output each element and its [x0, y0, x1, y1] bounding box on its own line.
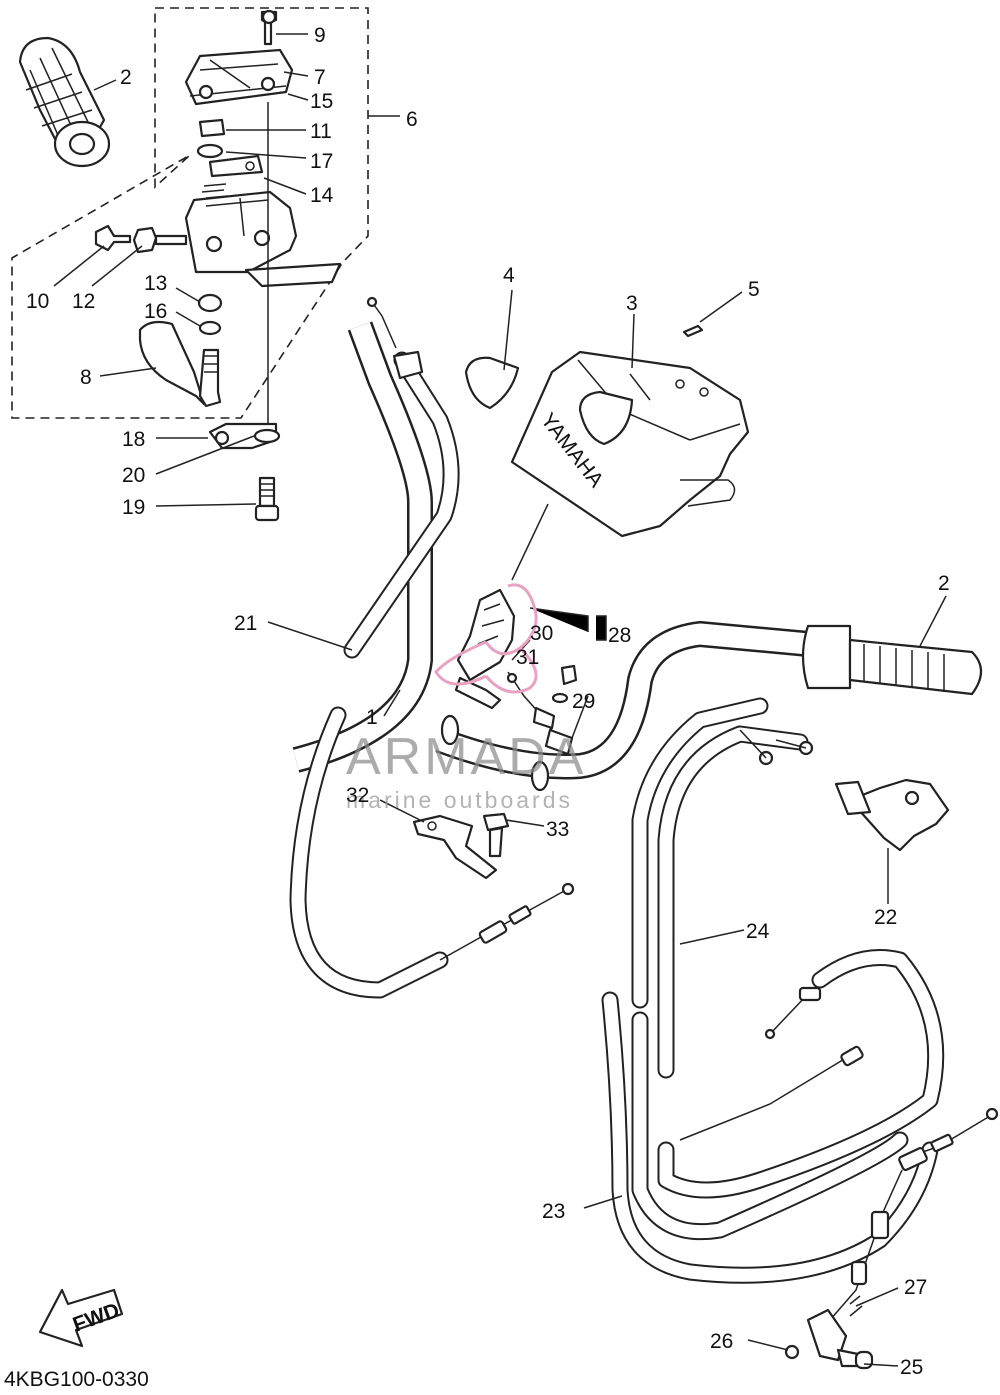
watermark-tagline: marine outboards — [346, 787, 573, 813]
handle-cover-3: YAMAHA — [510, 350, 750, 538]
callout-28: 28 — [608, 624, 631, 647]
switch-upper-cover — [184, 9, 294, 106]
callout-7: 7 — [314, 66, 326, 89]
callout-27: 27 — [904, 1276, 927, 1299]
callout-25: 25 — [900, 1356, 923, 1379]
callout-18: 18 — [122, 428, 145, 451]
emblem-4 — [464, 356, 520, 410]
callout-4: 4 — [503, 264, 515, 287]
callout-23: 23 — [542, 1200, 565, 1223]
callout-13: 13 — [144, 272, 167, 295]
callout-31: 31 — [516, 646, 539, 669]
cable-24 — [631, 697, 814, 1079]
callout-17: 17 — [310, 150, 333, 173]
callout-5: 5 — [748, 278, 760, 301]
callout-14: 14 — [310, 184, 334, 207]
callout-labels: 1 2 2 3 4 5 6 7 8 9 10 11 12 13 14 15 16… — [4, 24, 950, 1391]
leader-lines — [53, 33, 947, 1367]
bracket-32 — [412, 814, 498, 880]
cable-21 — [289, 296, 575, 999]
callout-24: 24 — [746, 920, 770, 943]
callout-6: 6 — [406, 108, 418, 131]
callout-20: 20 — [122, 464, 145, 487]
callout-12: 12 — [72, 290, 95, 313]
left-grip — [18, 36, 111, 168]
diagram-id: 4KBG100-0330 — [4, 1368, 149, 1391]
switch-internals — [196, 118, 264, 199]
holder-22 — [834, 778, 950, 852]
lever-8 — [138, 320, 222, 408]
callout-8: 8 — [80, 366, 92, 389]
callout-30: 30 — [530, 622, 553, 645]
callout-33: 33 — [546, 818, 569, 841]
callout-16: 16 — [144, 300, 167, 323]
washer-13 — [197, 293, 223, 313]
callout-2-right: 2 — [938, 572, 950, 595]
callout-9: 9 — [314, 24, 326, 47]
screw-and-nut — [94, 224, 188, 254]
callout-1: 1 — [366, 706, 378, 729]
right-grip — [801, 624, 983, 696]
callout-3: 3 — [626, 292, 638, 315]
bolt-19 — [254, 476, 280, 522]
washer-16 — [198, 320, 222, 336]
callout-32: 32 — [346, 784, 369, 807]
callout-22: 22 — [874, 906, 897, 929]
watermark-logo — [434, 583, 538, 694]
fwd-arrow-icon: FWD — [38, 1288, 124, 1348]
callout-26: 26 — [710, 1330, 733, 1353]
callout-29: 29 — [572, 690, 595, 713]
watermark-name: ARMADA — [346, 728, 586, 786]
callout-15: 15 — [310, 90, 333, 113]
bolt-33 — [482, 812, 510, 858]
handlebar-1 — [292, 321, 832, 792]
callout-11: 11 — [310, 120, 332, 143]
cap-5 — [682, 324, 704, 338]
callout-2-left: 2 — [120, 66, 132, 89]
cable-23 — [601, 949, 999, 1321]
lever-pivot — [784, 1295, 874, 1370]
callout-10: 10 — [26, 290, 49, 313]
callout-19: 19 — [122, 496, 145, 519]
armada-watermark: ARMADA marine outboards — [346, 583, 586, 813]
switch-assembly-28 — [454, 588, 578, 756]
washer-20 — [253, 428, 281, 444]
assembly-boundary-6 — [11, 7, 369, 419]
callout-21: 21 — [234, 612, 257, 635]
